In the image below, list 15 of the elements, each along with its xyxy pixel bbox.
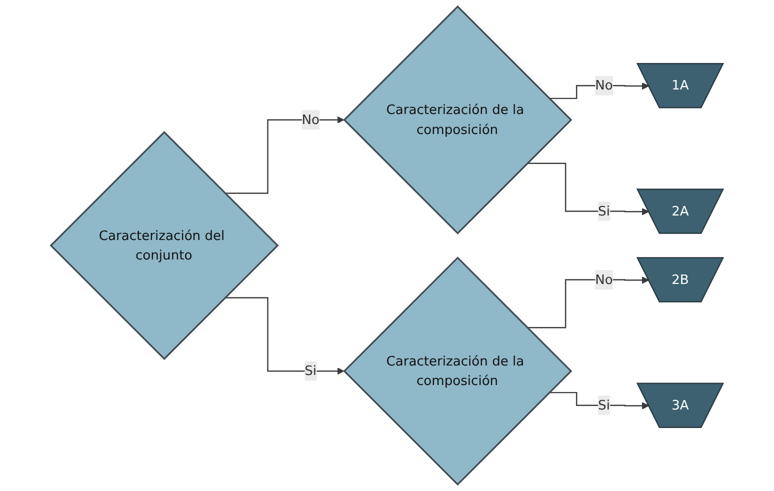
arrow <box>224 297 344 375</box>
arrow <box>549 82 650 100</box>
node-diamond: Caracterización de la composición <box>343 256 572 486</box>
edge-label: Si <box>598 397 610 413</box>
edge-label: No <box>302 112 320 128</box>
arrow <box>527 162 650 216</box>
edge-label: No <box>595 272 613 288</box>
edge-label: Si <box>304 362 317 378</box>
arrow <box>527 276 650 328</box>
arrow <box>224 116 344 194</box>
arrow <box>549 392 650 410</box>
node-diamond: Caracterización de la composición <box>343 5 572 234</box>
edge-label: Si <box>598 203 610 219</box>
edge-label: No <box>595 77 613 93</box>
node-diamond: Caracterización del conjunto <box>50 130 279 360</box>
